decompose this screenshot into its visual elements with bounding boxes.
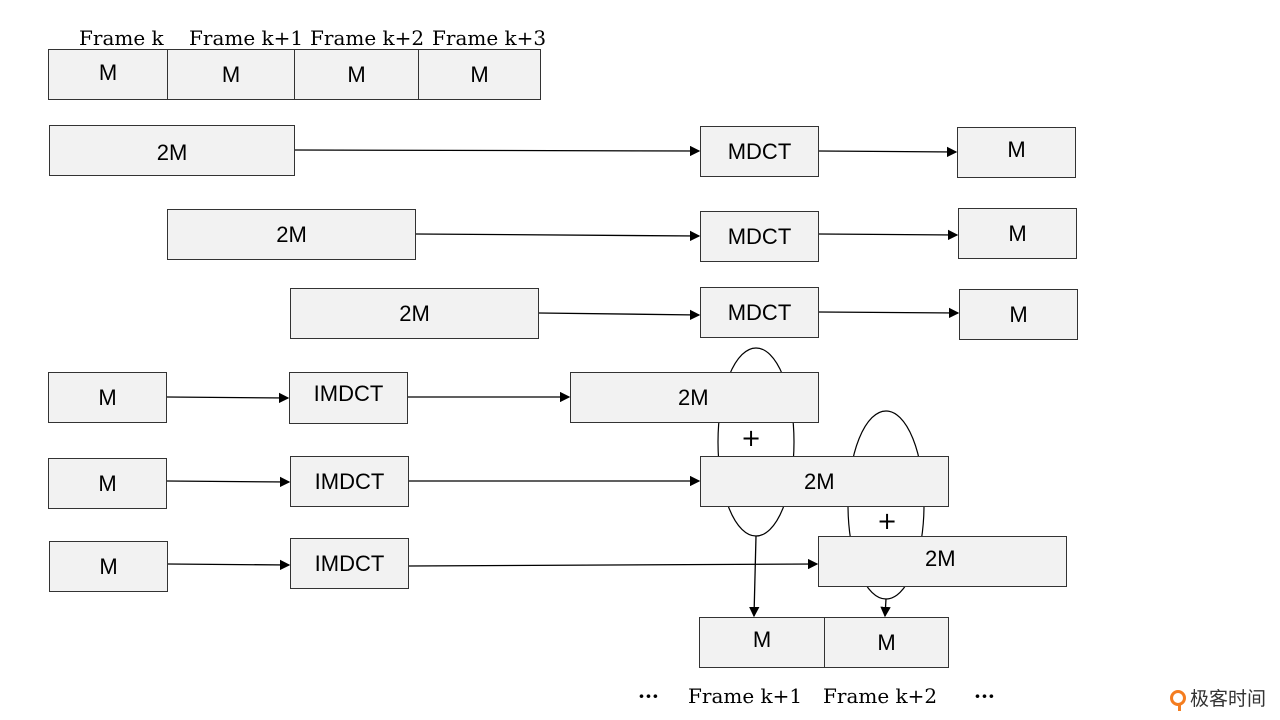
result-cell-frame-k1: M — [699, 617, 825, 668]
arrow-mdct3-to-output — [818, 307, 960, 319]
geektime-logo-text: 极客时间 — [1189, 688, 1266, 710]
arrow-row3-to-mdct — [538, 309, 701, 321]
mdct-input-block-3: 2M — [290, 288, 539, 339]
arrow-m3-to-imdct — [167, 559, 291, 571]
mdct-output-block-3: M — [959, 289, 1078, 340]
plus-sign-2: + — [877, 507, 898, 535]
plus-sign-1: + — [741, 424, 762, 452]
bottom-frame-label-k2: Frame k+2 — [823, 684, 938, 708]
arrow-m1-to-imdct — [166, 392, 290, 404]
frame-label-k3: Frame k+3 — [432, 26, 547, 50]
mdct-output-block-1: M — [957, 127, 1076, 178]
imdct-input-block-3: M — [49, 541, 168, 592]
arrow-m2-to-imdct — [166, 476, 291, 488]
arrow-row1-to-mdct — [294, 145, 701, 157]
mdct-block-1: MDCT — [700, 126, 819, 177]
arrow-sum2-to-result — [880, 598, 891, 618]
arrow-mdct2-to-output — [818, 229, 959, 241]
geektime-logo-icon — [1169, 689, 1186, 711]
imdct-block-2: IMDCT — [290, 456, 409, 507]
frame-label-k1: Frame k+1 — [189, 26, 304, 50]
imdct-input-block-1: M — [48, 372, 167, 423]
mdct-block-3: MDCT — [700, 287, 819, 338]
arrow-imdct3-to-2m — [408, 558, 819, 570]
ellipsis-left: ··· — [638, 684, 659, 708]
frame-cell-k: M — [48, 49, 168, 100]
mdct-input-block-1: 2M — [49, 125, 295, 176]
imdct-output-block-3: 2M — [818, 536, 1067, 587]
imdct-block-1: IMDCT — [289, 372, 408, 424]
arrow-mdct1-to-output — [818, 146, 958, 158]
result-cell-frame-k2: M — [824, 617, 949, 668]
frame-cell-k3: M — [418, 49, 541, 100]
frame-cell-k1: M — [167, 49, 295, 100]
frame-label-k2: Frame k+2 — [310, 26, 425, 50]
imdct-output-block-1: 2M — [570, 372, 819, 423]
arrow-sum1-to-result — [749, 535, 760, 618]
frame-cell-k2: M — [294, 49, 419, 100]
imdct-block-3: IMDCT — [290, 538, 409, 589]
mdct-input-block-2: 2M — [167, 209, 416, 260]
geektime-logo: 极客时间 — [1169, 684, 1266, 711]
frame-label-k: Frame k — [79, 26, 164, 50]
arrow-row2-to-mdct — [415, 230, 701, 242]
mdct-block-2: MDCT — [700, 211, 819, 262]
imdct-input-block-2: M — [48, 458, 167, 509]
bottom-frame-label-k1: Frame k+1 — [688, 684, 803, 708]
ellipsis-right: ··· — [974, 684, 995, 708]
imdct-output-block-2: 2M — [700, 456, 949, 507]
mdct-output-block-2: M — [958, 208, 1077, 259]
